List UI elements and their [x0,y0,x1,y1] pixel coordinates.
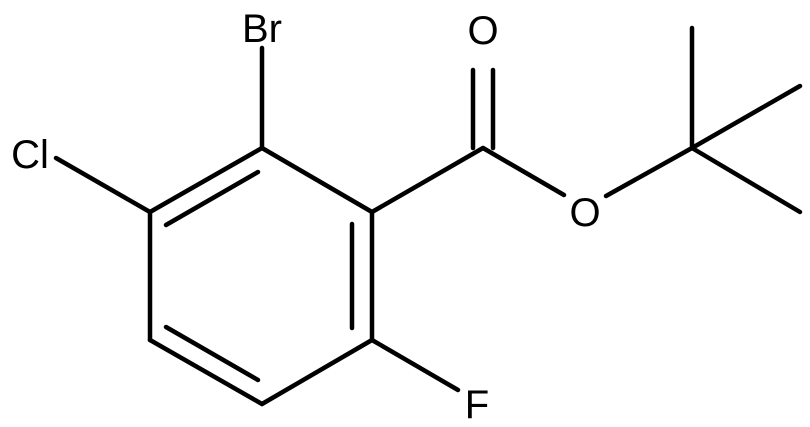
ring-bond-c1-c2-inner [163,169,261,228]
ring-bond-c3-c4 [147,337,265,407]
bond-ester-o-tbu [603,145,695,199]
ring-bond-c4-c5 [259,337,375,407]
ring-bond-c6-c1 [259,145,375,215]
bond-ring-carbonyl [369,145,486,215]
bond-tbu-methyl-upper-right [689,83,803,151]
ring-bond-c1-c2 [147,145,265,215]
atom-label-br: Br [242,7,282,51]
bond-carbonyl-ester-o [480,145,567,198]
atom-label-o-ester: O [569,191,600,235]
bond-c-cl [53,155,153,215]
bond-tbu-methyl-lower-right [689,145,803,215]
atom-label-f: F [465,383,489,427]
bond-c-f [369,337,461,393]
atom-label-cl: Cl [11,133,49,177]
ring-bond-c3-c4-inner [163,324,261,383]
atom-label-o-carbonyl: O [467,9,498,53]
